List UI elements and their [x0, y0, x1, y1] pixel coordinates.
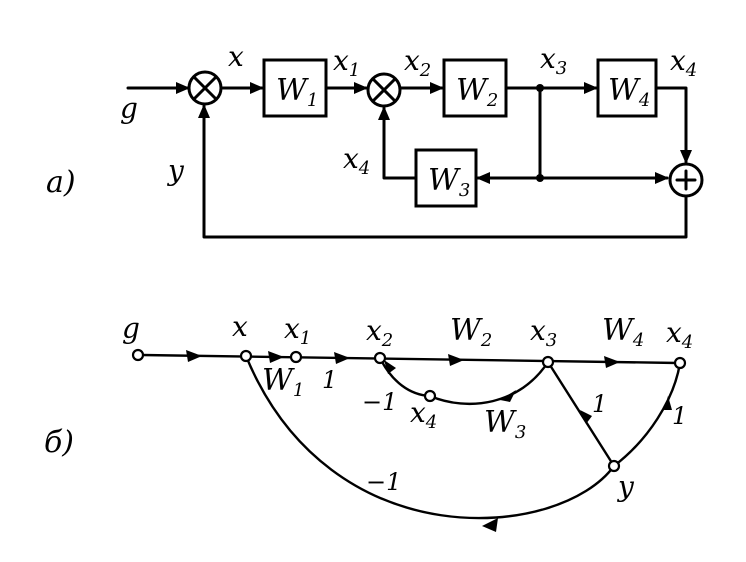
x3-to-adder-arrow	[655, 172, 669, 184]
gain-1-x3-y: 1	[592, 390, 607, 418]
w3-feedback-line	[382, 106, 418, 180]
gain-1-x4-y: 1	[672, 402, 687, 430]
w3-feedback-arrow	[378, 106, 390, 120]
x3-arrow	[584, 82, 598, 94]
x4-arrow	[680, 150, 692, 164]
block-w1	[262, 58, 328, 118]
node-x3	[541, 355, 555, 369]
y-feedback-line	[202, 104, 688, 239]
node-x	[239, 349, 253, 363]
node-x-label: x	[232, 310, 248, 343]
arrow-x1-x2	[334, 352, 350, 364]
node-x3-label: x3	[530, 314, 557, 351]
node-x2	[373, 351, 387, 365]
forward-path-line	[140, 353, 680, 365]
summing-junction-1	[187, 70, 223, 106]
node-x1	[289, 350, 303, 364]
node-x1-label: x1	[284, 312, 311, 349]
node-x4	[673, 356, 687, 370]
signal-x4-label: x4	[670, 44, 697, 81]
part-b-signal-flow-graph: б) g x x1 x2 x3 x4 x4 y W1 W2 W3 W4 1 −1…	[44, 310, 693, 532]
input-g-arrow	[176, 82, 190, 94]
branch-x4-y	[612, 361, 682, 468]
gain-minus1-x4-x2: −1	[362, 388, 397, 416]
block-w1-label: W1	[276, 73, 318, 111]
node-x4-low	[423, 389, 437, 403]
branch-x3-y	[546, 360, 616, 468]
x2-arrow	[430, 82, 444, 94]
node-y	[607, 459, 621, 473]
node-g	[131, 348, 145, 362]
arrow-x-x1	[268, 351, 284, 363]
arrow-g-x	[186, 350, 202, 362]
signal-x2-label: x2	[404, 44, 431, 81]
signal-x1-label: x1	[333, 44, 360, 81]
arrow-x4-y	[664, 396, 672, 410]
signal-x-label: x	[228, 40, 244, 73]
branch-w3-label: W3	[484, 405, 526, 443]
x1-arrow	[354, 82, 368, 94]
arrow-y-x	[482, 518, 498, 532]
gain-minus1-y-x: −1	[366, 468, 401, 496]
arrow-x4low-x2	[384, 360, 396, 374]
x3-to-w3-arrow	[476, 172, 490, 184]
part-a-block-diagram: a) g x x1 x2 x3 x4 x4 y W1 W2 W3 W4	[46, 40, 704, 239]
signal-g-label: g	[120, 92, 138, 125]
branch-w2-label: W2	[450, 313, 492, 351]
signal-y-label: y	[166, 154, 185, 187]
node-x2-label: x2	[366, 314, 393, 351]
arrow-x3-y	[580, 410, 592, 424]
block-w3-label: W3	[428, 163, 470, 201]
signal-x4-feedback-label: x4	[343, 142, 370, 179]
branch-w4-label: W4	[602, 313, 644, 351]
part-b-label: б)	[44, 425, 74, 460]
node-x4-label: x4	[666, 316, 693, 353]
block-w3	[414, 148, 478, 208]
branch-y-x	[244, 354, 616, 520]
part-a-label: a)	[46, 165, 76, 200]
block-w4-label: W4	[608, 73, 650, 111]
node-g-label: g	[122, 312, 140, 345]
x4-line	[654, 86, 688, 164]
signal-x3-label: x3	[540, 42, 567, 79]
node-x4-low-label: x4	[410, 396, 437, 433]
branch-x3-x4low	[428, 360, 550, 406]
arrow-x2-x3	[448, 354, 464, 366]
block-w4	[596, 58, 658, 118]
branch-w1-label: W1	[262, 363, 304, 401]
adder-junction	[668, 162, 704, 198]
arrow-x3-x4low	[500, 390, 516, 402]
node-y-label: y	[616, 470, 635, 503]
arrow-x3-x4	[604, 356, 620, 368]
x-arrow	[250, 82, 264, 94]
gain-1-x1-x2: 1	[322, 366, 337, 394]
summing-junction-2	[366, 72, 402, 108]
y-feedback-arrow	[198, 104, 210, 118]
block-w2-label: W2	[456, 73, 498, 111]
